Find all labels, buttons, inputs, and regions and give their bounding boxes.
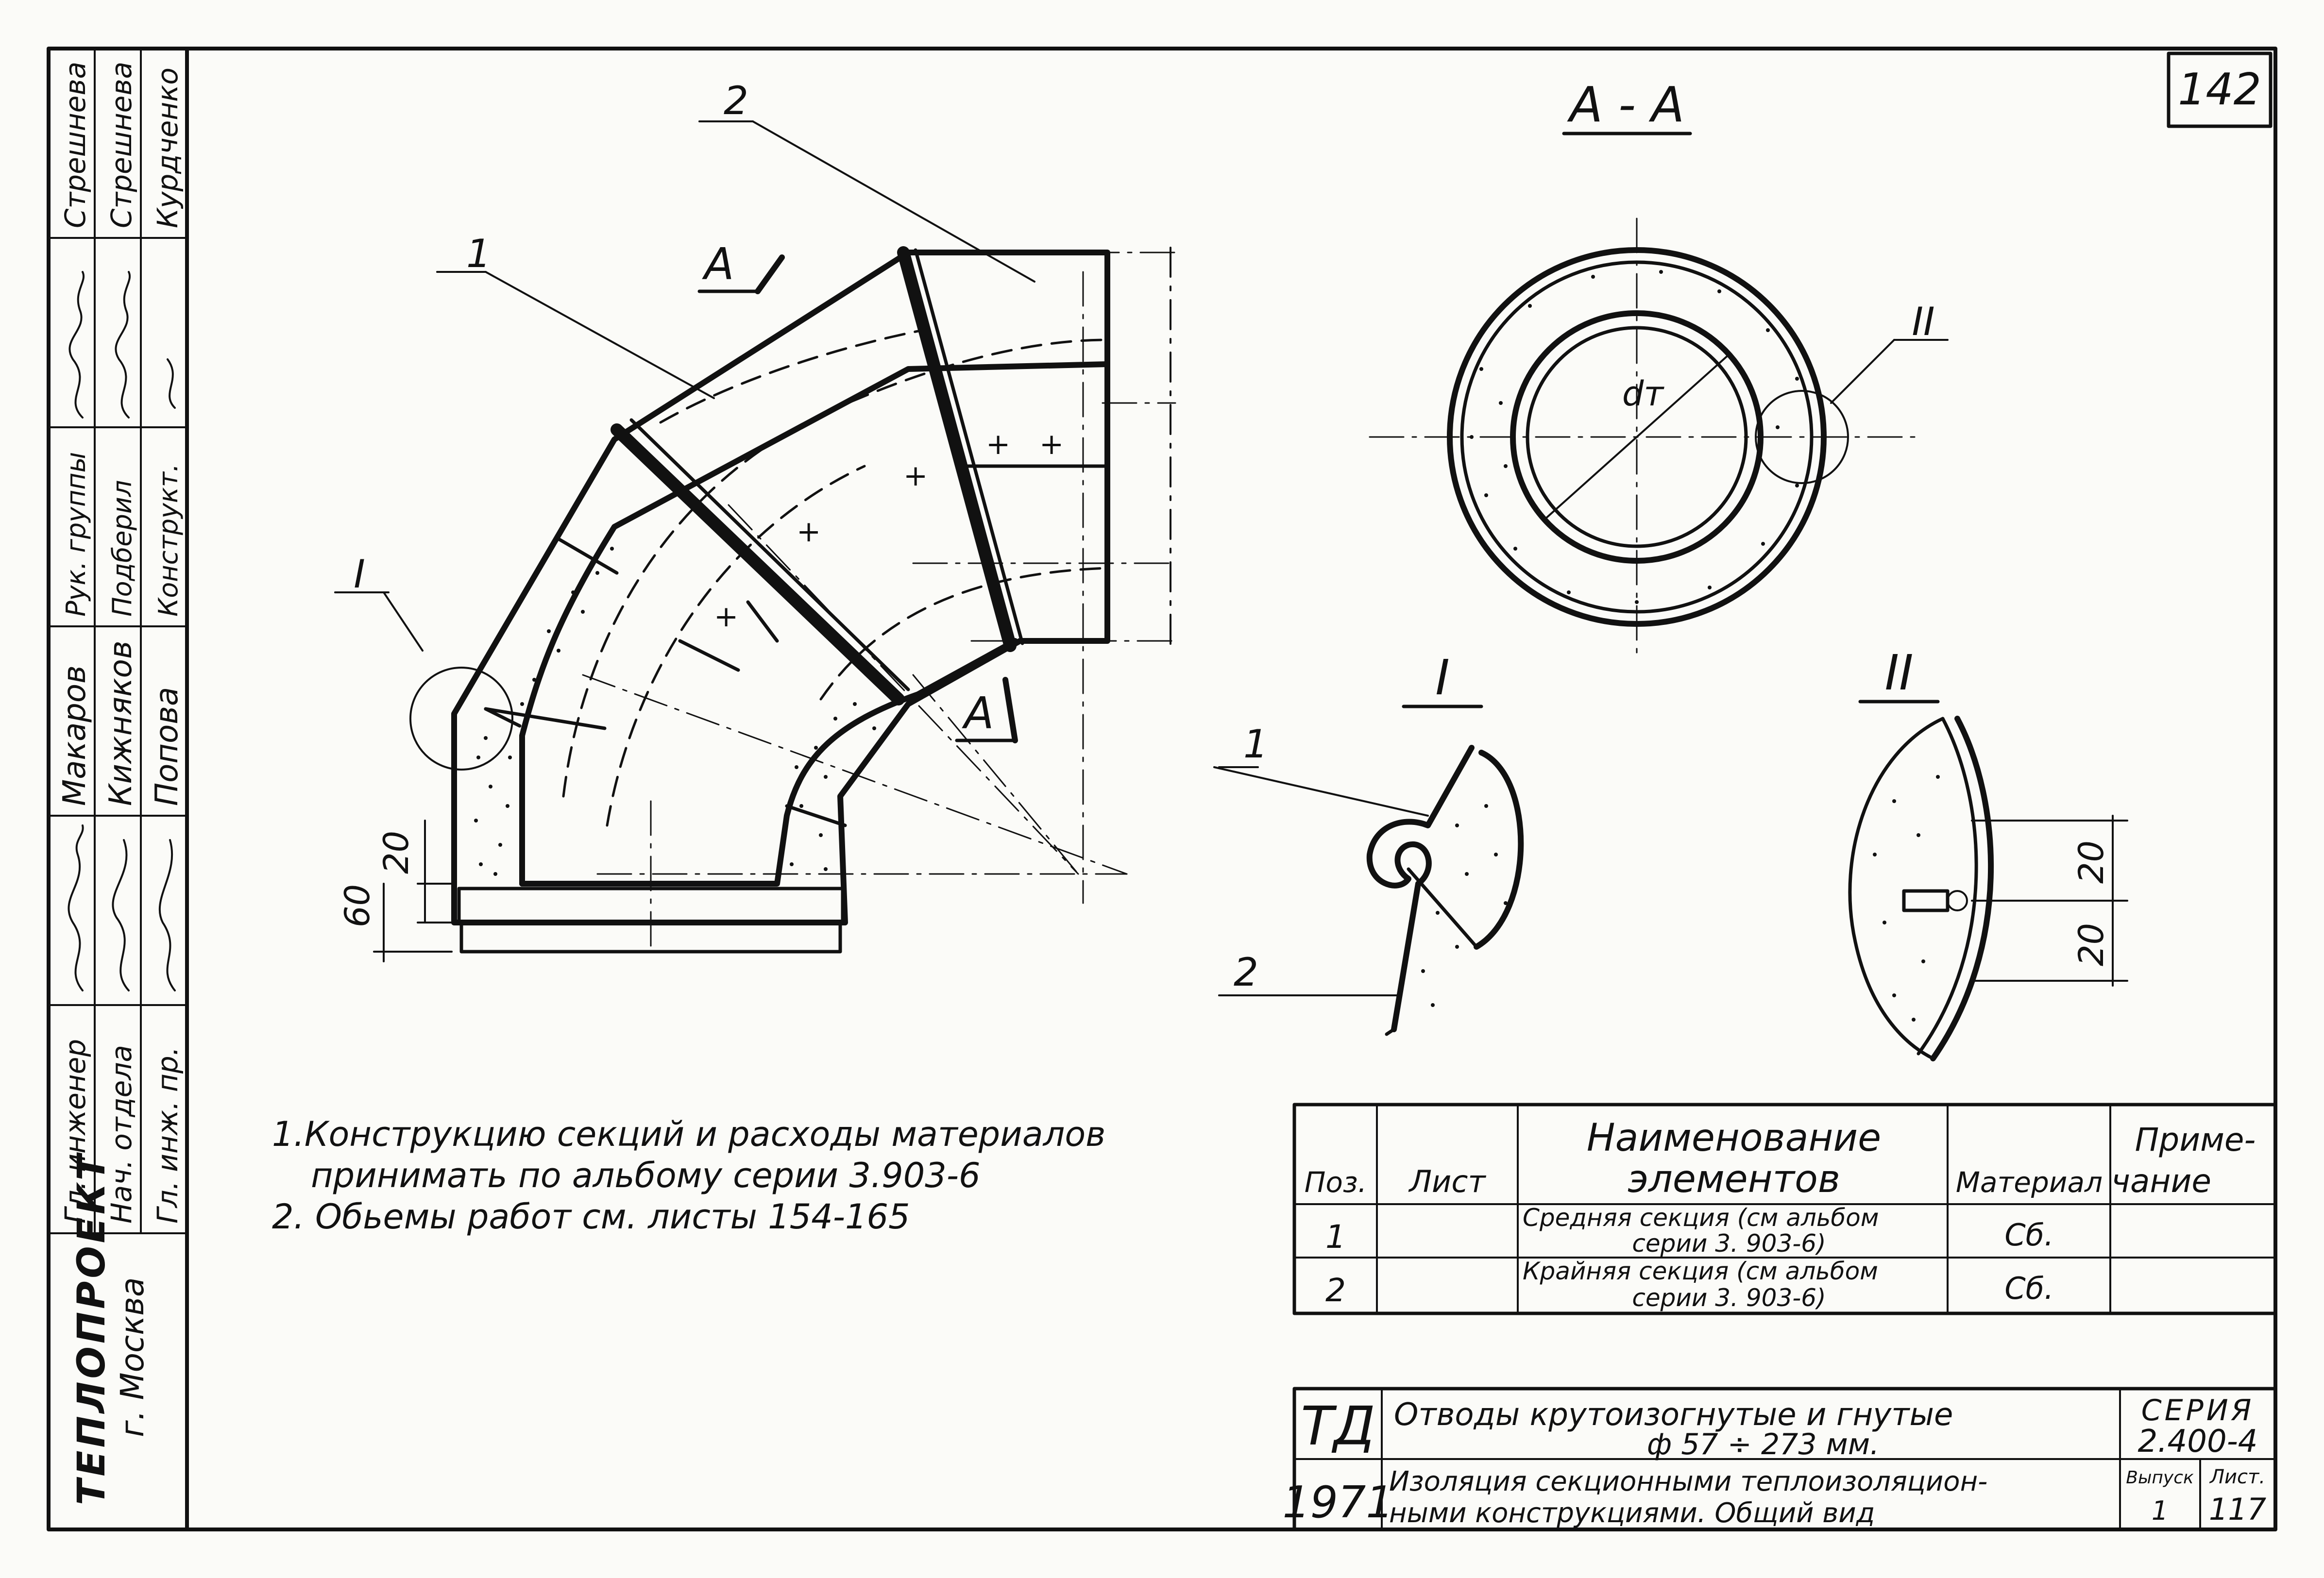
stamp-role-6: Конструкт. xyxy=(153,464,184,617)
joint-2 xyxy=(897,246,1017,652)
sheet-value: 117 xyxy=(2209,1492,2266,1527)
stamp-name-5: Стрешнева xyxy=(105,62,138,228)
spec-header-note-1: Приме- xyxy=(2135,1121,2256,1158)
elbow-inner-contour xyxy=(519,361,1110,887)
detail-I-mark: I xyxy=(354,552,365,597)
spec-row-2-name-1: Крайняя секция (см альбом xyxy=(1523,1257,1878,1285)
pos-2-label: 2 xyxy=(724,78,748,123)
spec-header-sheet: Лист xyxy=(1408,1164,1486,1199)
stamp-org: ТЕПЛОПРОЕКТ xyxy=(70,1152,114,1505)
series-value: 2.400-4 xyxy=(2137,1424,2257,1460)
svg-text:+: + xyxy=(1039,427,1064,461)
note-1: 1.Конструкцию секций и расходы материало… xyxy=(272,1114,1105,1154)
detail-I-pos-1: 1 xyxy=(1243,722,1268,767)
svg-text:+: + xyxy=(797,515,821,549)
note-2: 2. Обьемы работ см. листы 154-165 xyxy=(272,1197,910,1237)
insulation-hatch-left xyxy=(474,547,614,876)
notes: 1.Конструкцию секций и расходы материало… xyxy=(272,1114,1105,1237)
signature-6 xyxy=(167,358,176,409)
detail-I: I 1 2 xyxy=(1213,649,1524,1036)
note-1-cont: принимать по альбому серии 3.903-6 xyxy=(311,1156,981,1195)
section-mark-bottom: А xyxy=(955,677,1018,743)
left-stamp: Гл. инженер Нач. отдела Гл. инж. пр. Мак… xyxy=(48,48,188,1505)
subtitle-line-1: Изоляция секционными теплоизоляцион- xyxy=(1389,1466,1987,1497)
spec-header-name-2: элементов xyxy=(1628,1158,1840,1201)
stamp-role-4: Рук. группы xyxy=(61,452,91,617)
stamp-role-3: Гл. инж. пр. xyxy=(151,1047,184,1224)
joint-1 xyxy=(611,423,905,705)
spec-row-2-name-2: серии 3. 903-6) xyxy=(1632,1284,1826,1312)
spec-row-2-material: Сб. xyxy=(2004,1271,2053,1306)
insulation-hatch-right xyxy=(790,702,876,871)
pipe-outer xyxy=(1510,310,1764,564)
outer-frame xyxy=(47,47,2277,1531)
stamp-name-3: Попова xyxy=(149,687,185,806)
stamp-name-6: Курдченко xyxy=(151,67,184,228)
section-title: А - А xyxy=(1567,76,1684,133)
title-block: ТД 1971 Отводы крутоизогнутые и гнутые ф… xyxy=(1282,1387,2277,1531)
stamp-role-2: Нач. отдела xyxy=(105,1045,138,1224)
title-line-2: ф 57 ÷ 273 мм. xyxy=(1647,1427,1879,1461)
spec-header-pos: Поз. xyxy=(1305,1166,1367,1199)
stamp-name-2: Кижняков xyxy=(103,640,139,806)
title-year: 1971 xyxy=(1282,1477,1393,1528)
svg-text:20: 20 xyxy=(376,831,416,874)
elbow-outer-contour xyxy=(451,250,1110,925)
signature-2 xyxy=(112,839,130,991)
title-code: ТД xyxy=(1301,1395,1375,1457)
issue-value: 1 xyxy=(2152,1495,2168,1526)
detail-II-dim-bottom: 20 xyxy=(2071,923,2111,966)
sheet-number-box: 142 xyxy=(2167,51,2273,128)
section-insulation-hatch xyxy=(1470,270,1799,604)
svg-text:А: А xyxy=(962,688,994,739)
signature-5 xyxy=(115,271,131,419)
detail-I-callout-circle xyxy=(409,667,513,771)
dimension-60: 60 xyxy=(338,883,453,962)
detail-I-pos-2: 2 xyxy=(1234,950,1258,995)
spec-row-1-name-2: серии 3. 903-6) xyxy=(1632,1229,1826,1258)
spec-row-1-pos: 1 xyxy=(1325,1218,1346,1256)
detail-II-title: II xyxy=(1885,644,1914,701)
spec-table: Поз. Лист Наименование элементов Материа… xyxy=(1292,1103,2277,1315)
detail-II: II 20 20 xyxy=(1848,644,2128,1061)
section-mark-top: А xyxy=(697,239,785,294)
stamp-name-1: Макаров xyxy=(57,665,93,806)
spec-header-material: Материал xyxy=(1956,1166,2103,1199)
spec-header-name-1: Наименование xyxy=(1587,1116,1881,1160)
title-line-1: Отводы крутоизогнутые и гнутые xyxy=(1394,1397,1953,1433)
pos-1-label: 1 xyxy=(466,231,491,276)
dimension-20: 20 xyxy=(376,820,453,923)
sheet-label: Лист. xyxy=(2209,1466,2265,1488)
spec-header-note-2: чание xyxy=(2111,1162,2211,1200)
svg-text:А: А xyxy=(702,239,734,290)
detail-II-callout-circle xyxy=(1755,390,1849,484)
spec-row-1-name-1: Средняя секция (см альбом xyxy=(1523,1204,1879,1232)
elbow-main-view: + + + + + I 1 2 xyxy=(334,78,1176,962)
subtitle-line-2: ными конструкциями. Общий вид xyxy=(1389,1497,1875,1529)
spec-row-1-material: Сб. xyxy=(2004,1217,2053,1253)
diameter-label: dт xyxy=(1622,374,1664,414)
stamp-role-1: Гл. инженер xyxy=(59,1039,92,1224)
signature-1 xyxy=(68,824,84,991)
section-A-A: А - А dт II xyxy=(1369,76,1949,661)
stamp-role-5: Подберил xyxy=(107,480,137,617)
detail-II-mark: II xyxy=(1912,299,1934,344)
svg-text:+: + xyxy=(986,427,1010,461)
svg-text:60: 60 xyxy=(338,884,377,927)
sheet-number: 142 xyxy=(2178,64,2261,115)
detail-I-title: I xyxy=(1435,649,1450,706)
svg-text:+: + xyxy=(714,600,738,634)
spec-row-2-pos: 2 xyxy=(1325,1272,1346,1309)
signature-3 xyxy=(158,839,176,991)
outer-jacket xyxy=(1447,247,1827,627)
series-label: СЕРИЯ xyxy=(2141,1393,2255,1427)
svg-text:+: + xyxy=(903,459,928,493)
stamp-name-4: Стрешнева xyxy=(59,62,92,228)
signature-4 xyxy=(68,271,85,419)
issue-label: Выпуск xyxy=(2126,1468,2194,1488)
stamp-city: г. Москва xyxy=(114,1277,151,1437)
diameter-line xyxy=(1544,353,1730,520)
detail-II-dim-top: 20 xyxy=(2071,840,2111,884)
